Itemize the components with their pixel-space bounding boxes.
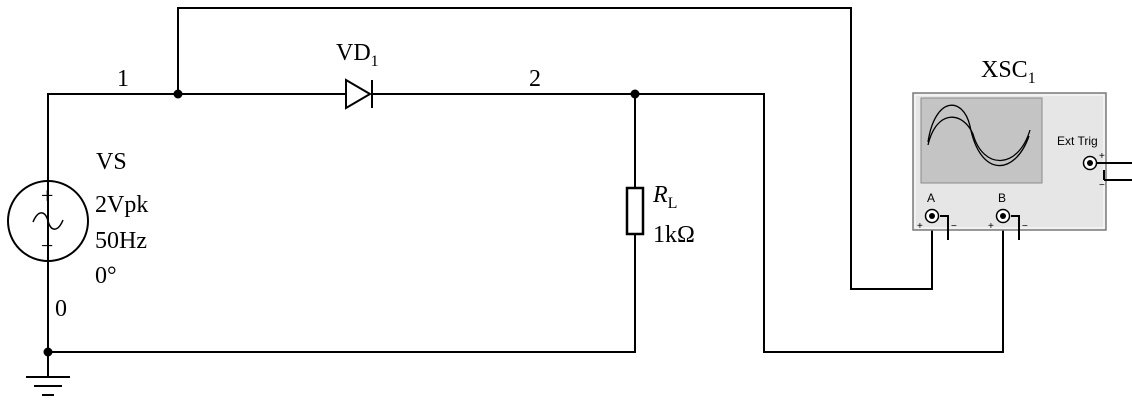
diode-subscript: 1 bbox=[371, 53, 379, 70]
source-minus-sign: − bbox=[41, 233, 53, 258]
resistor-label: RL bbox=[652, 182, 677, 212]
scope-waveform-b bbox=[927, 116, 1031, 162]
node-label-0: 0 bbox=[55, 296, 67, 322]
resistor-name: R bbox=[652, 182, 668, 208]
scope-ext-trig-minus: − bbox=[1099, 180, 1105, 191]
scope-channel-a-label: A bbox=[927, 191, 935, 205]
scope-channel-b-minus: − bbox=[1022, 221, 1028, 232]
diode-name: VD bbox=[336, 40, 371, 66]
resistor-subscript: L bbox=[668, 195, 678, 212]
junction-dot-ground bbox=[43, 347, 53, 357]
scope-label: XSC1 bbox=[981, 57, 1036, 87]
junction-dot-node2 bbox=[630, 89, 640, 99]
scope-channel-b-label: B bbox=[998, 191, 1006, 205]
scope-channel-b-plus: + bbox=[988, 221, 994, 232]
wire-node2-to-scope-b bbox=[635, 93, 1004, 353]
ground-icon bbox=[26, 376, 70, 396]
scope-ext-trig-plus: + bbox=[1099, 151, 1105, 162]
junction-dot-node1 bbox=[173, 89, 183, 99]
source-frequency: 50Hz bbox=[95, 228, 147, 254]
scope-name: XSC bbox=[981, 57, 1028, 83]
scope-terminal-ext-trig[interactable] bbox=[1082, 155, 1132, 181]
diode-label: VD1 bbox=[336, 40, 379, 70]
diode-icon bbox=[345, 78, 373, 110]
scope-ext-trig-label: Ext Trig bbox=[1057, 134, 1098, 148]
resistor-value: 1kΩ bbox=[653, 222, 695, 248]
source-phase: 0° bbox=[95, 263, 117, 289]
wire-source-to-diode bbox=[47, 93, 346, 180]
source-name: VS bbox=[96, 149, 127, 175]
resistor-icon bbox=[625, 186, 645, 236]
oscilloscope-icon: Ext Trig + − A B + − + − bbox=[912, 92, 1107, 232]
node-label-1: 1 bbox=[117, 66, 129, 92]
scope-terminal-b[interactable] bbox=[995, 208, 1020, 241]
wires bbox=[47, 7, 1004, 376]
scope-subscript: 1 bbox=[1028, 70, 1036, 87]
node-label-2: 2 bbox=[529, 66, 541, 92]
scope-waveform-a bbox=[927, 104, 1030, 167]
wire-node1-to-scope-a bbox=[177, 7, 933, 290]
scope-channel-a-minus: − bbox=[951, 221, 957, 232]
source-amplitude: 2Vpk bbox=[95, 192, 148, 218]
ac-source-icon bbox=[7, 180, 89, 262]
scope-screen bbox=[920, 97, 1043, 184]
scope-terminal-a[interactable] bbox=[924, 208, 949, 241]
scope-channel-a-plus: + bbox=[917, 221, 923, 232]
wire-resistor-to-ground bbox=[48, 234, 636, 353]
source-plus-sign: + bbox=[41, 183, 53, 208]
